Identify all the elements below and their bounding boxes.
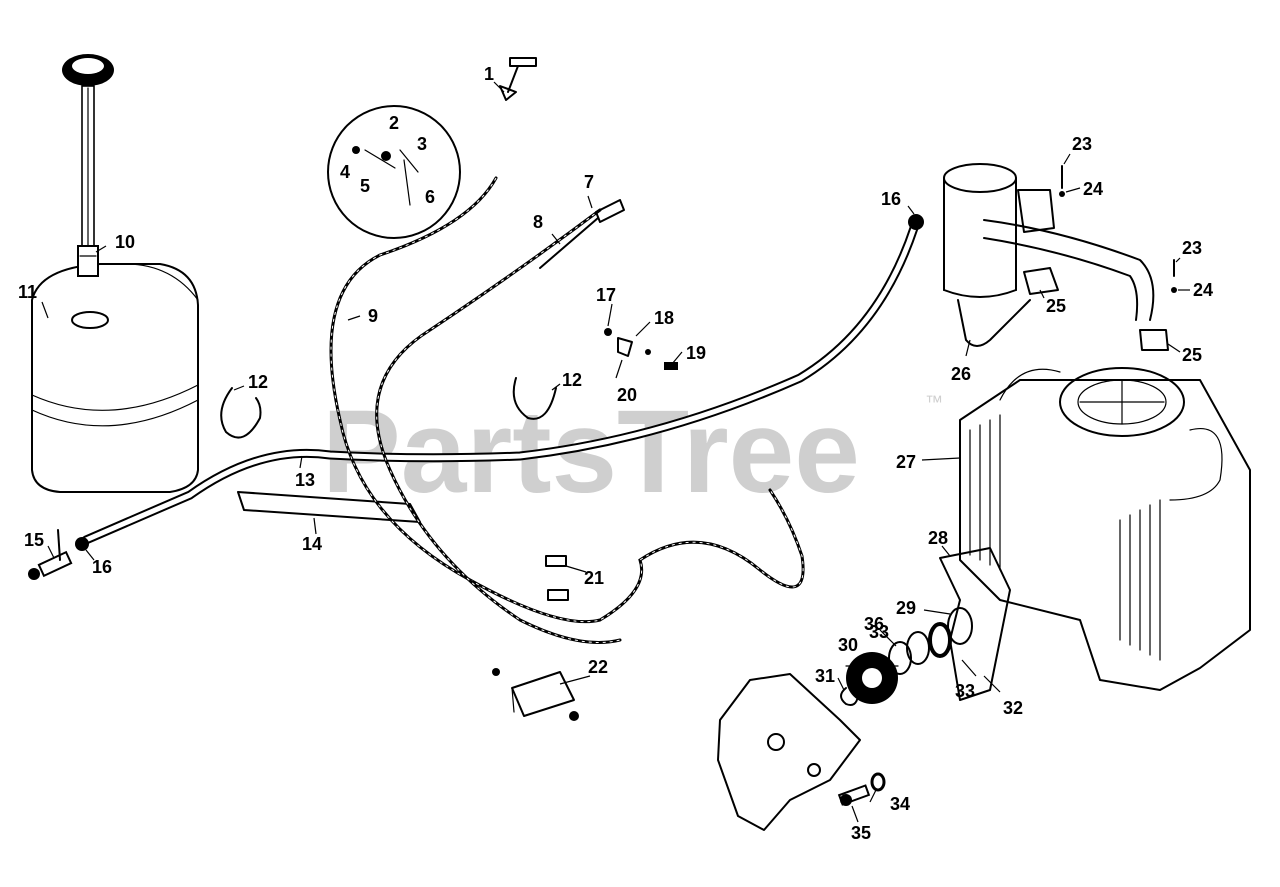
fuel-gauge-cap-part[interactable]: [62, 54, 114, 277]
bolt-35-part[interactable]: [837, 784, 871, 806]
callout-23-right[interactable]: 23: [1182, 238, 1202, 258]
callout-21[interactable]: 21: [584, 568, 604, 588]
seal-29-part[interactable]: [947, 607, 973, 645]
callout-20[interactable]: 20: [617, 385, 637, 405]
exhaust-gasket-part[interactable]: [1023, 267, 1169, 351]
callout-25-right[interactable]: 25: [1182, 345, 1202, 365]
callout-1[interactable]: 1: [484, 64, 494, 84]
callout-3[interactable]: 3: [417, 134, 427, 154]
callout-24-top[interactable]: 24: [1083, 179, 1103, 199]
callout-11[interactable]: 11: [18, 282, 37, 302]
callout-4[interactable]: 4: [340, 162, 350, 182]
cable-clamp-assembly-part[interactable]: [604, 328, 678, 370]
callout-7[interactable]: 7: [584, 172, 594, 192]
callout-5[interactable]: 5: [360, 176, 370, 196]
snap-ring-part[interactable]: [840, 687, 859, 706]
shutoff-valve-part[interactable]: [28, 529, 73, 580]
callout-34[interactable]: 34: [890, 794, 910, 814]
exhaust-bolts-part[interactable]: [1059, 165, 1177, 293]
callout-12-center[interactable]: 12: [562, 370, 582, 390]
watermark-text: PartsTree: [322, 386, 860, 518]
control-knob-part[interactable]: [499, 57, 537, 101]
leader-lines: [41, 81, 1190, 823]
tank-strap-center-part[interactable]: [512, 377, 557, 420]
exhaust-pipe-part[interactable]: [983, 189, 1155, 321]
callout-17[interactable]: 17: [596, 285, 616, 305]
muffler-part[interactable]: [943, 163, 1031, 347]
callout-2[interactable]: 2: [389, 113, 399, 133]
callout-33-lower[interactable]: 33: [955, 681, 975, 701]
callout-35[interactable]: 35: [851, 823, 871, 843]
engine-cooling-fins: [969, 414, 1161, 661]
callout-16-right[interactable]: 16: [881, 189, 901, 209]
callout-6[interactable]: 6: [425, 187, 435, 207]
fuel-fitting-left-part[interactable]: [75, 537, 89, 551]
callout-16-left[interactable]: 16: [92, 557, 112, 577]
callout-28[interactable]: 28: [928, 528, 948, 548]
callout-15[interactable]: 15: [24, 530, 44, 550]
callout-9[interactable]: 9: [368, 306, 378, 326]
callout-19[interactable]: 19: [686, 343, 706, 363]
fuel-tank-part[interactable]: [31, 263, 199, 493]
cable-clips-part[interactable]: [545, 555, 569, 601]
callout-13[interactable]: 13: [295, 470, 315, 490]
callout-26[interactable]: 26: [951, 364, 971, 384]
washer-34-part[interactable]: [870, 772, 886, 792]
fuel-line-part[interactable]: [81, 223, 919, 545]
callout-12-left[interactable]: 12: [248, 372, 268, 392]
bracket-plate-part[interactable]: [492, 668, 579, 721]
detail-inset-circle: [327, 105, 461, 239]
callout-32[interactable]: 32: [1003, 698, 1023, 718]
seal-33-part[interactable]: [928, 622, 952, 658]
spacer-36-part[interactable]: [888, 631, 930, 675]
callout-30[interactable]: 30: [838, 635, 858, 655]
callout-labels: 1 2 3 4 5 6 7 8 9 10 11 12 12 13 14 15 1…: [18, 64, 1213, 843]
callout-23-top[interactable]: 23: [1072, 134, 1092, 154]
callout-18[interactable]: 18: [654, 308, 674, 328]
callout-10[interactable]: 10: [115, 232, 135, 252]
callout-25-left[interactable]: 25: [1046, 296, 1066, 316]
callout-36[interactable]: 36: [864, 614, 884, 634]
callout-27[interactable]: 27: [896, 452, 916, 472]
watermark-trademark: ™: [925, 392, 943, 412]
adapter-plate-part[interactable]: [939, 547, 1011, 701]
choke-cable-part[interactable]: [375, 199, 625, 644]
callout-33-upper[interactable]: 33: [869, 622, 889, 642]
callout-22[interactable]: 22: [588, 657, 608, 677]
callout-8[interactable]: 8: [533, 212, 543, 232]
callout-31[interactable]: 31: [815, 666, 835, 686]
callout-24-right[interactable]: 24: [1193, 280, 1213, 300]
engine-mount-bracket-part[interactable]: [717, 673, 861, 831]
fuel-fitting-right-part[interactable]: [908, 214, 924, 230]
throttle-cable-part[interactable]: [329, 176, 805, 624]
callout-29[interactable]: 29: [896, 598, 916, 618]
drive-pulley-part[interactable]: [845, 652, 899, 704]
callout-14[interactable]: 14: [302, 534, 322, 554]
tank-strap-left-part[interactable]: [220, 387, 262, 439]
engine-part[interactable]: [959, 367, 1251, 691]
